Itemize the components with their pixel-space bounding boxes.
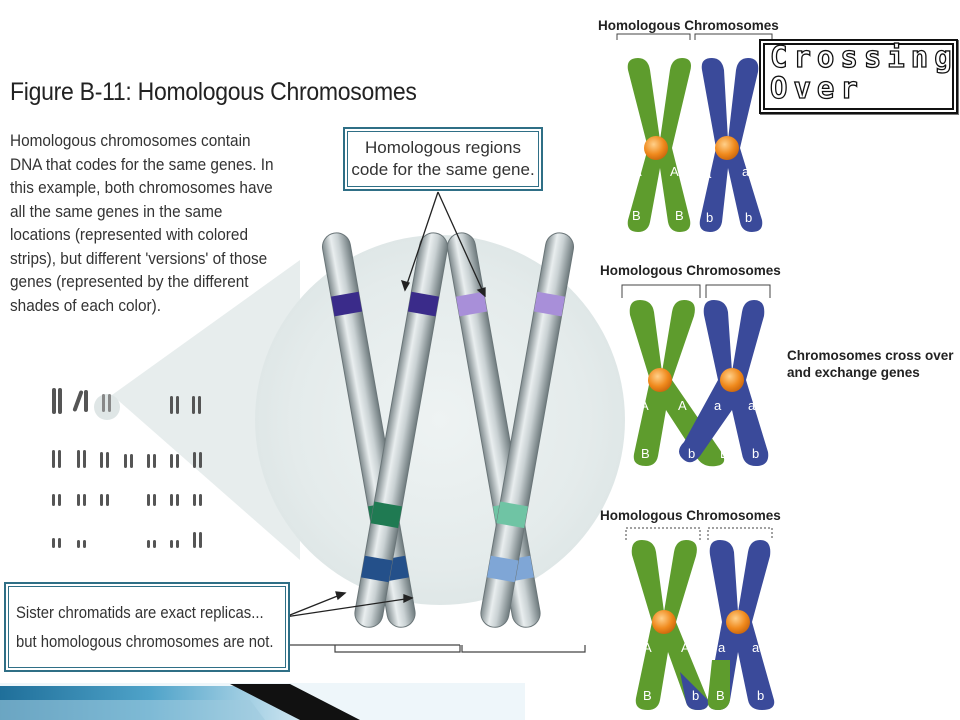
crossover-caption: Chromosomes cross over and exchange gene…: [787, 348, 954, 380]
allele-label: b: [757, 688, 764, 703]
karyotype-pairs: [52, 388, 202, 548]
crossing-over-title: Crossing-Over: [769, 40, 960, 105]
allele-label: A: [681, 640, 690, 655]
sister-chromatid-4: [480, 232, 575, 628]
allele-label: A: [678, 398, 687, 413]
allele-label: B: [632, 208, 641, 223]
panel2-chromosomes: [621, 284, 771, 467]
allele-label: b: [706, 210, 713, 225]
callout-homologous-regions: Homologous regions code for the same gen…: [343, 127, 543, 191]
allele-label: b: [745, 210, 752, 225]
allele-label: A: [643, 640, 652, 655]
callout-line-2: but homologous chromosomes are not.: [16, 633, 274, 651]
footer-decoration: [0, 683, 525, 720]
allele-label: a: [752, 640, 760, 655]
figure-title: Figure B-11: Homologous Chromosomes: [10, 78, 417, 106]
allele-label: A: [670, 164, 679, 179]
allele-label: a: [704, 166, 712, 181]
allele-label: A: [640, 398, 649, 413]
allele-label: b: [688, 446, 695, 461]
allele-label: B: [716, 688, 725, 703]
allele-label: a: [714, 398, 722, 413]
allele-label: b: [752, 446, 759, 461]
panel1-title: Homologous Chromosomes: [598, 18, 779, 33]
allele-label: a: [748, 398, 756, 413]
allele-labels: A A a a B B b b A A a a B b B b A A a a …: [632, 164, 764, 703]
bracket-lines: [290, 644, 586, 653]
allele-label: b: [692, 688, 699, 703]
callout-sister-chromatids: Sister chromatids are exact replicas... …: [4, 582, 290, 672]
panel3-chromosomes: [625, 527, 775, 710]
allele-label: B: [641, 446, 650, 461]
panel1-chromosomes: [616, 33, 773, 232]
chromosome-pair-right: [446, 232, 575, 628]
allele-label: B: [675, 208, 684, 223]
allele-label: B: [643, 688, 652, 703]
callout-arrows: [284, 191, 486, 618]
allele-label: B: [720, 446, 729, 461]
karyotype: [52, 388, 202, 548]
allele-label: A: [633, 164, 642, 179]
chromosome-pair-left: [321, 232, 449, 628]
callout-line-1: Sister chromatids are exact replicas...: [16, 604, 264, 622]
panel3-title: Homologous Chromosomes: [600, 508, 781, 523]
figure-description: Homologous chromosomes contain DNA that …: [10, 132, 274, 315]
sister-chromatid-2: [354, 232, 449, 628]
allele-label: a: [742, 164, 750, 179]
crossing-over-title-box: [759, 39, 958, 114]
panel2-title: Homologous Chromosomes: [600, 263, 781, 278]
allele-label: a: [718, 640, 726, 655]
